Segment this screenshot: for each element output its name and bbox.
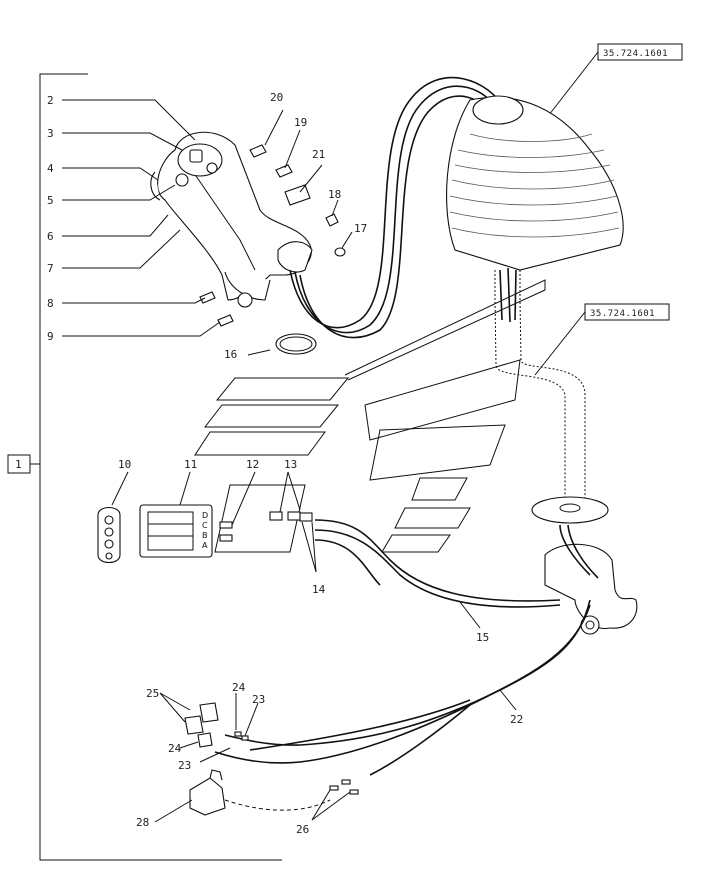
callout: 14 (312, 583, 326, 596)
callout: 12 (246, 458, 259, 471)
callout: 15 (476, 631, 489, 644)
callout: 20 (270, 91, 283, 104)
callout: 25 (146, 687, 159, 700)
connector-28 (189, 769, 331, 816)
leader-lines (62, 99, 517, 823)
callout: 24 (232, 681, 246, 694)
callout: 13 (284, 458, 297, 471)
callout: 9 (47, 330, 54, 343)
callout: 24 (168, 742, 182, 755)
callouts: 2 3 4 5 6 7 8 9 10 11 12 13 14 15 16 17 … (47, 91, 523, 836)
terminals-26 (329, 779, 359, 795)
terminals (219, 511, 313, 542)
callout: 4 (47, 162, 54, 175)
callout: 28 (136, 816, 149, 829)
callout: 21 (312, 148, 325, 161)
handle-harness (289, 76, 506, 339)
assembly-bracket: 1 (7, 73, 282, 861)
pin-c: C (202, 521, 208, 530)
callout: 10 (118, 458, 131, 471)
callout: 3 (47, 127, 54, 140)
reference-box-upper[interactable]: 35.724.1601 (544, 43, 683, 121)
connector-11: D C B A (139, 504, 213, 558)
pin-d: D (202, 511, 208, 520)
mount-plate (531, 496, 638, 635)
small-parts (199, 144, 346, 355)
callout: 18 (328, 188, 341, 201)
joystick-handle (150, 131, 313, 308)
callout: 6 (47, 230, 54, 243)
reference-code-upper: 35.724.1601 (603, 49, 668, 59)
callout: 23 (252, 693, 265, 706)
callout: 17 (354, 222, 367, 235)
callout: 22 (510, 713, 523, 726)
reference-code-lower: 35.724.1601 (590, 309, 655, 319)
callout: 16 (224, 348, 237, 361)
cable-tube (494, 267, 586, 520)
exploded-panels (194, 279, 546, 553)
callout: 11 (184, 458, 197, 471)
callout: 5 (47, 194, 54, 207)
pin-a: A (202, 541, 208, 550)
reference-box-lower[interactable]: 35.724.1601 (534, 303, 670, 376)
callout: 7 (47, 262, 54, 275)
callout: 2 (47, 94, 54, 107)
rubber-boot (446, 95, 624, 271)
connector-group-25 (184, 702, 249, 748)
bracket-label: 1 (15, 458, 22, 471)
connector-10 (97, 506, 121, 564)
callout: 19 (294, 116, 307, 129)
main-harness (214, 519, 591, 776)
pin-b: B (202, 531, 208, 540)
callout: 26 (296, 823, 309, 836)
callout: 23 (178, 759, 191, 772)
callout: 8 (47, 297, 54, 310)
